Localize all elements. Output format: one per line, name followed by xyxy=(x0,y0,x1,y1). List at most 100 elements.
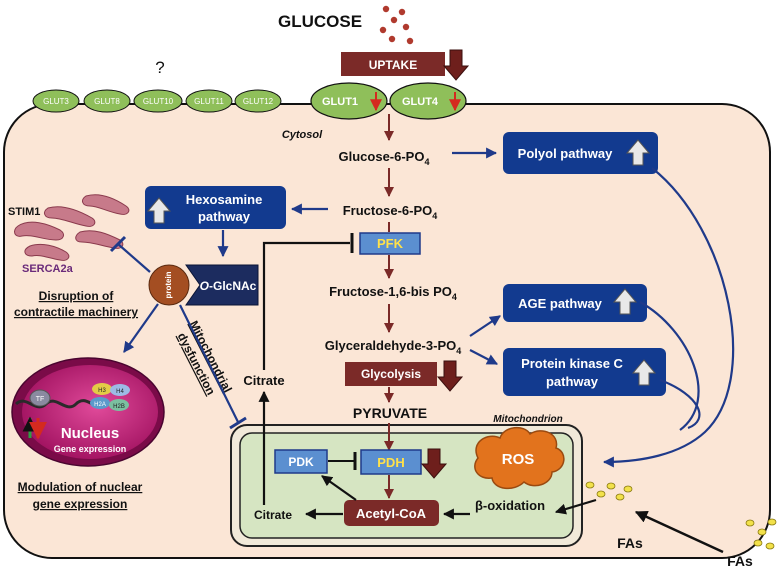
disruption-label-line1: Disruption of xyxy=(39,289,115,303)
pfk-label: PFK xyxy=(377,236,404,251)
uptake-label: UPTAKE xyxy=(369,58,417,72)
glut12-transporter xyxy=(234,89,282,113)
inhibit-bar-serca2a xyxy=(109,235,127,253)
histone-octamer-icon: H3 H4 H2A H2B xyxy=(90,383,130,411)
modulation-label-line2: gene expression xyxy=(33,497,128,511)
glut1-transporter xyxy=(310,82,388,120)
glyceraldehyde-3-phosphate: Glyceraldehyde-3-PO4 xyxy=(325,338,462,356)
arrow-fas-into-cell xyxy=(634,510,724,554)
fructose-1-6-bisphosphate: Fructose-1,6-bis PO4 xyxy=(329,284,457,302)
age-pathway-label: AGE pathway xyxy=(518,296,603,311)
glut3-transporter xyxy=(32,89,80,113)
glut4-transporter xyxy=(389,82,467,120)
glut4-label: GLUT4 xyxy=(402,96,439,108)
glucose-6-phosphate: Glucose-6-PO4 xyxy=(339,149,430,167)
pkc-pathway-label-line1: Protein kinase C xyxy=(521,356,623,371)
inhibit-to-serca2a xyxy=(117,243,151,273)
sarcoplasmic-reticulum-icon xyxy=(14,194,130,261)
pyruvate-label: PYRUVATE xyxy=(353,405,427,421)
citrate-upper-label: Citrate xyxy=(243,373,284,388)
pdh-decrease-arrow-icon xyxy=(420,448,448,479)
age-pathway-box xyxy=(503,284,647,322)
curve-pkc-to-ros xyxy=(659,378,701,430)
cytosol-label: Cytosol xyxy=(282,129,323,141)
arrow-g3p-to-pkc xyxy=(469,349,498,365)
polyol-increase-arrow-icon xyxy=(625,139,651,166)
unknown-gluts-question-mark: ? xyxy=(155,58,164,77)
polyol-pathway-box xyxy=(503,132,658,174)
arrow-fas-to-beta-oxidation xyxy=(554,498,597,515)
glut12-label: GLUT12 xyxy=(243,97,274,106)
mitochondrion-label: Mitochondrion xyxy=(493,414,562,425)
stim1-label: STIM1 xyxy=(8,206,40,218)
nucleus-label: Nucleus xyxy=(61,425,119,442)
glycolysis-decrease-arrow-icon xyxy=(436,360,464,392)
glut-small-group: GLUT3 GLUT8 GLUT10 GLUT11 GLUT12 xyxy=(32,89,282,113)
oglcnac-tag-shape xyxy=(185,264,259,306)
hexosamine-pathway-box xyxy=(145,186,286,229)
fatty-acid-molecules-inside xyxy=(585,481,633,501)
pdh-label: PDH xyxy=(377,455,404,470)
fatty-acids-label-outside: FAs xyxy=(727,553,753,569)
glut10-transporter xyxy=(133,89,183,113)
arrow-g3p-to-age xyxy=(469,315,501,337)
serca2a-label: SERCA2a xyxy=(22,263,74,275)
acetyl-coa-box xyxy=(344,500,439,526)
inhibit-bar-mitochondrion xyxy=(229,416,247,430)
ros-cloud-shape xyxy=(474,426,565,490)
curve-age-to-ros xyxy=(639,301,700,431)
protein-label: protein xyxy=(164,271,173,298)
histone-h2a-label: H2A xyxy=(94,402,106,408)
inhibit-oglcnac-to-mitochondrion xyxy=(179,304,239,423)
arrow-acetylcoa-to-pdk xyxy=(321,475,357,501)
pdk-box xyxy=(274,449,328,474)
curve-polyol-to-ros xyxy=(602,167,735,468)
glucose-title: GLUCOSE xyxy=(278,12,362,31)
pkc-pathway-box xyxy=(503,348,666,396)
glut8-transporter xyxy=(83,89,131,113)
fructose-6-phosphate: Fructose-6-PO4 xyxy=(343,203,438,221)
histone-h3-label: H3 xyxy=(98,388,106,394)
age-increase-arrow-icon xyxy=(612,288,638,315)
tf-label: TF xyxy=(36,396,45,403)
glut8-label: GLUT8 xyxy=(94,97,120,106)
glucose-molecules xyxy=(379,5,414,45)
hexosamine-label-line2: pathway xyxy=(198,209,251,224)
pdh-box xyxy=(360,449,422,475)
histone-h4-label: H4 xyxy=(116,389,124,395)
disruption-label-line2: contractile machinery xyxy=(14,305,138,319)
pfk-enzyme-box xyxy=(359,232,421,255)
arrow-oglcnac-to-nucleus xyxy=(123,303,159,353)
pkc-pathway-label-line2: pathway xyxy=(546,374,599,389)
fatty-acid-molecules-outside xyxy=(745,518,777,550)
glut3-label: GLUT3 xyxy=(43,97,69,106)
glut10-label: GLUT10 xyxy=(143,97,174,106)
glycolysis-label: Glycolysis xyxy=(361,367,421,381)
protein-circle xyxy=(148,264,190,306)
glut11-transporter xyxy=(185,89,233,113)
oglcnac-label: O-GlcNAc xyxy=(200,279,257,293)
hexosamine-label-line1: Hexosamine xyxy=(186,192,263,207)
inhibit-citrate-to-pfk xyxy=(262,241,350,370)
modulation-label-line1: Modulation of nuclear xyxy=(18,480,143,494)
dna-strand-icon xyxy=(14,399,102,409)
glut1-label: GLUT1 xyxy=(322,96,358,108)
polyol-pathway-label: Polyol pathway xyxy=(518,146,613,161)
pkc-increase-arrow-icon xyxy=(631,359,657,386)
nucleus-gene-expression-label: Gene expression xyxy=(54,444,127,454)
citrate-lower-label: Citrate xyxy=(254,508,292,522)
glut11-label: GLUT11 xyxy=(194,97,224,106)
tf-icon xyxy=(29,389,51,407)
fatty-acids-label-inside: FAs xyxy=(617,535,643,551)
ros-label: ROS xyxy=(502,451,535,468)
acetyl-coa-label: Acetyl-CoA xyxy=(356,506,427,521)
histone-h2b-label: H2B xyxy=(113,404,125,410)
glycolysis-box xyxy=(345,362,437,386)
pdk-label: PDK xyxy=(288,455,314,469)
beta-oxidation-label: β-oxidation xyxy=(475,498,545,513)
uptake-box xyxy=(341,52,445,76)
hexosamine-increase-arrow-icon xyxy=(146,197,172,224)
uptake-decrease-arrow-icon xyxy=(442,49,470,81)
